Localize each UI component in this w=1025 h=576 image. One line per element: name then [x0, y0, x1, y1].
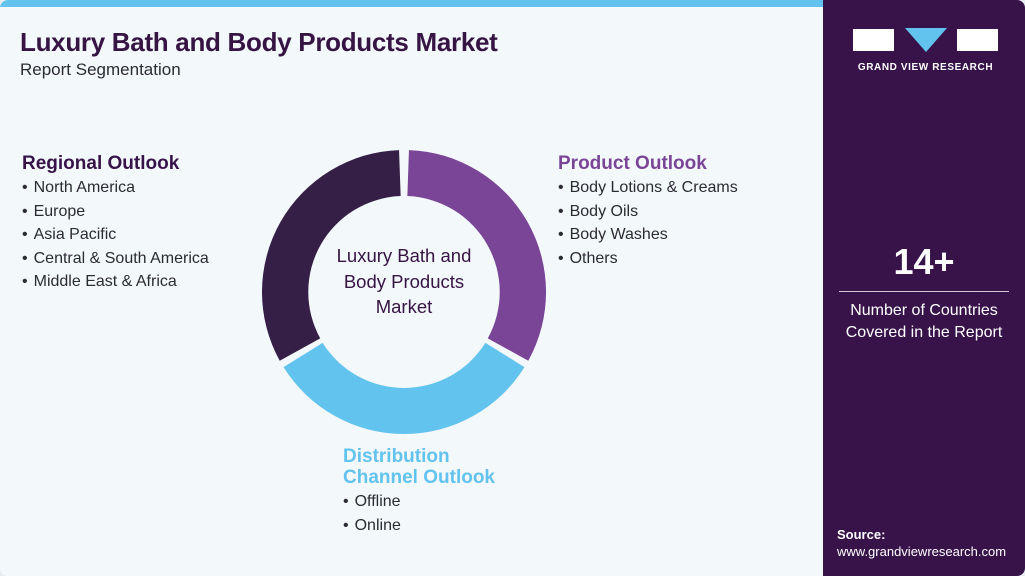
segment-list: Body Lotions & Creams Body Oils Body Was…	[558, 176, 738, 270]
page-title: Luxury Bath and Body Products Market	[20, 27, 498, 57]
segment-regional-outlook: Regional Outlook North America Europe As…	[22, 153, 209, 294]
list-item: Central & South America	[22, 247, 209, 271]
donut-center-label: Luxury Bath and Body Products Market	[336, 245, 472, 317]
countries-stat: 14+ Number of Countries Covered in the R…	[823, 242, 1025, 344]
list-item: Online	[343, 514, 513, 538]
source-url[interactable]: www.grandviewresearch.com	[837, 544, 1007, 559]
list-item: Asia Pacific	[22, 223, 209, 247]
stat-label-line2: Covered in the Report	[845, 324, 1003, 341]
list-item: Europe	[22, 200, 209, 224]
list-item: Offline	[343, 490, 513, 514]
list-item: North America	[22, 176, 209, 200]
segment-title: Product Outlook	[558, 153, 707, 174]
logo-r-mark-icon	[957, 29, 998, 51]
segment-product-outlook: Product Outlook Body Lotions & Creams Bo…	[558, 153, 738, 270]
segment-title: Distribution Channel Outlook	[343, 446, 495, 488]
stat-value: 14+	[893, 241, 955, 282]
list-item: Body Lotions & Creams	[558, 176, 738, 200]
segmentation-donut	[262, 150, 546, 434]
list-item: Others	[558, 247, 738, 271]
logo-wordmark: GRAND VIEW RESEARCH	[857, 62, 994, 73]
source-credit: Source: www.grandviewresearch.com	[837, 526, 1006, 560]
segment-list: North America Europe Asia Pacific Centra…	[22, 176, 209, 294]
segment-title: Regional Outlook	[22, 153, 180, 174]
stat-label-line1: Number of Countries	[850, 302, 998, 319]
logo-g-mark-icon	[853, 29, 894, 51]
list-item: Middle East & Africa	[22, 270, 209, 294]
stat-divider	[839, 291, 1009, 292]
list-item: Body Washes	[558, 223, 738, 247]
donut-segment-product	[407, 150, 546, 361]
segment-distribution-channel-outlook: Distribution Channel Outlook Offline Onl…	[343, 446, 513, 537]
donut-segment-regional	[262, 150, 401, 361]
segment-list: Offline Online	[343, 490, 513, 537]
grand-view-research-logo: GRAND VIEW RESEARCH	[853, 28, 998, 73]
top-accent-bar	[0, 0, 823, 7]
page-subtitle: Report Segmentation	[20, 60, 181, 79]
logo-v-triangle-icon	[904, 28, 947, 52]
list-item: Body Oils	[558, 200, 738, 224]
source-label: Source:	[837, 527, 886, 542]
donut-segment-distribution	[283, 342, 525, 434]
brand-side-panel: GRAND VIEW RESEARCH 14+ Number of Countr…	[823, 0, 1025, 576]
